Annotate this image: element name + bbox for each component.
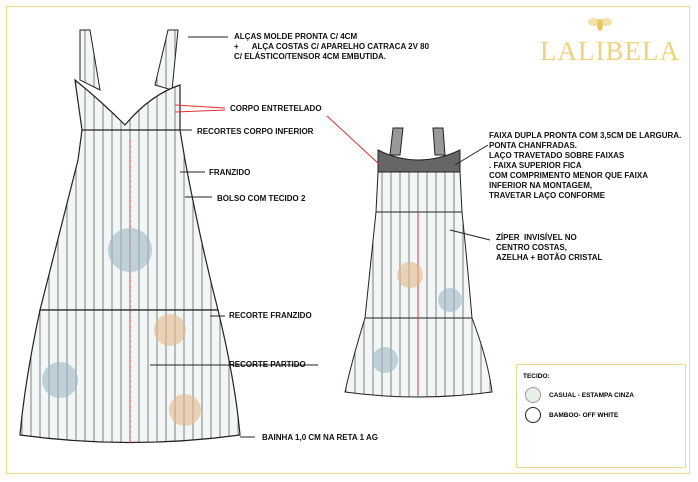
legend-title: TECIDO: bbox=[523, 373, 550, 380]
note-hem: BAINHA 1,0 CM NA RETA 1 AG bbox=[262, 433, 379, 442]
brand-logo: LALIBELA bbox=[540, 36, 680, 66]
legend-label: CASUAL - ESTAMPA CINZA bbox=[549, 391, 634, 399]
note-pocket: BOLSO COM TECIDO 2 bbox=[217, 194, 306, 203]
legend-item: BAMBOO- OFF WHITE bbox=[525, 407, 618, 423]
bee-icon bbox=[588, 18, 612, 31]
note-lower-seams: RECORTES CORPO INFERIOR bbox=[197, 127, 314, 136]
note-zipper: ZÍPER INVISÍVEL NO CENTRO COSTAS, AZELHA… bbox=[496, 233, 603, 262]
note-gathered: FRANZIDO bbox=[209, 168, 251, 177]
plain-swatch-icon bbox=[525, 407, 541, 423]
page-frame bbox=[6, 6, 690, 474]
front-dress-drawing bbox=[19, 29, 241, 445]
note-split-seam: RECORTE PARTIDO bbox=[229, 360, 306, 369]
note-straps: ALÇAS MOLDE PRONTA C/ 4CM + ALÇA COSTAS … bbox=[234, 32, 430, 61]
back-dress-drawing bbox=[344, 127, 493, 398]
note-gathered-seam: RECORTE FRANZIDO bbox=[229, 311, 312, 320]
note-bodice: CORPO ENTRETELADO bbox=[230, 104, 322, 113]
fabric-legend: TECIDO: CASUAL - ESTAMPA CINZA BAMBOO- O… bbox=[516, 364, 686, 468]
print-swatch-icon bbox=[525, 387, 541, 403]
note-band: FAIXA DUPLA PRONTA COM 3,5CM DE LARGURA.… bbox=[489, 131, 682, 200]
callout-arrows bbox=[150, 36, 491, 438]
legend-label: BAMBOO- OFF WHITE bbox=[549, 411, 619, 419]
legend-item: CASUAL - ESTAMPA CINZA bbox=[525, 387, 634, 403]
